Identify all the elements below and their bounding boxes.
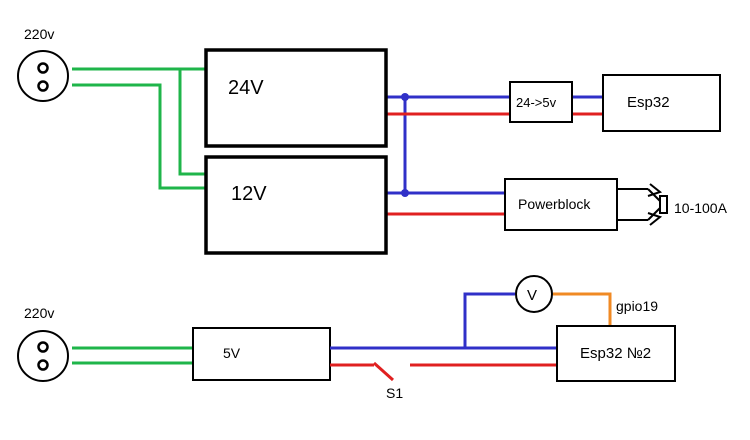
psu-24v-box bbox=[204, 48, 388, 148]
esp32-2-label: Esp32 №2 bbox=[580, 345, 651, 362]
converter-box bbox=[509, 81, 573, 123]
psu-12v-box bbox=[204, 155, 388, 255]
junction-node-2 bbox=[401, 189, 409, 197]
psu-24v-label: 24V bbox=[228, 77, 264, 99]
voltmeter-label: V bbox=[527, 287, 537, 304]
switch-label: S1 bbox=[386, 385, 403, 401]
psu-5v-box bbox=[192, 327, 331, 381]
esp32-2-box bbox=[556, 325, 676, 382]
power-socket-icon bbox=[17, 50, 69, 102]
esp32-label: Esp32 bbox=[627, 94, 670, 111]
socket-2-label: 220v bbox=[24, 305, 54, 321]
psu-12v-label: 12V bbox=[231, 183, 267, 205]
load-current-label: 10-100A bbox=[674, 200, 728, 216]
switch-icon bbox=[372, 361, 395, 382]
socket-1-label: 220v bbox=[24, 26, 54, 42]
junction-node-1 bbox=[401, 93, 409, 101]
current-shunt-icon bbox=[617, 183, 668, 226]
converter-label: 24->5v bbox=[516, 95, 557, 110]
esp32-box bbox=[602, 74, 721, 132]
signal-wire bbox=[553, 292, 612, 326]
psu-5v-label: 5V bbox=[223, 345, 241, 361]
gpio-label: gpio19 bbox=[616, 298, 658, 314]
mains-wires-top bbox=[72, 67, 205, 190]
voltmeter-icon bbox=[515, 275, 553, 313]
powerblock-box bbox=[504, 178, 618, 231]
mains-wires-bottom bbox=[72, 346, 193, 365]
powerblock-label: Powerblock bbox=[518, 196, 591, 212]
positive-wires-bottom bbox=[330, 292, 557, 350]
power-socket-icon bbox=[17, 330, 69, 382]
negative-wires-top bbox=[386, 112, 603, 216]
